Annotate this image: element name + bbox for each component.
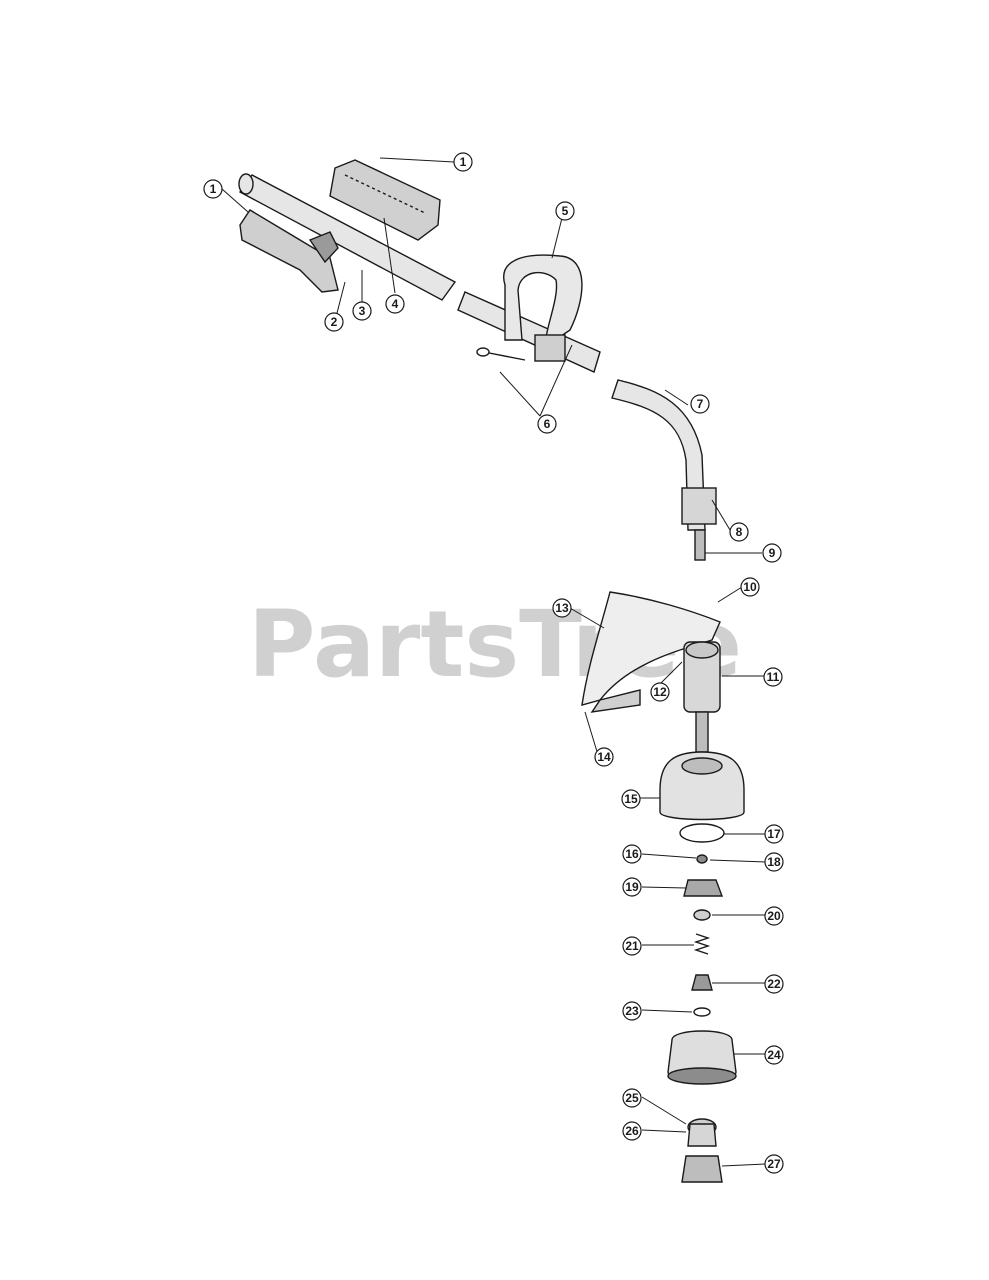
spring <box>693 933 711 955</box>
callout-7: 7 <box>697 397 704 411</box>
debris-guard <box>581 591 721 706</box>
callout-27: 27 <box>767 1157 781 1171</box>
head-housing <box>659 751 745 821</box>
callout-18: 18 <box>767 855 781 869</box>
drive-shaft-tip <box>694 529 706 561</box>
callout-5: 5 <box>562 204 569 218</box>
callout-19: 19 <box>625 880 639 894</box>
small-o-ring <box>693 1007 711 1017</box>
assist-handle <box>503 254 583 346</box>
shaft-clamp <box>681 487 717 525</box>
callout-24: 24 <box>767 1048 781 1062</box>
trimmer-head-parts <box>659 751 745 1183</box>
o-ring <box>679 823 725 843</box>
callouts <box>203 152 784 1174</box>
callout-3: 3 <box>359 304 366 318</box>
guard-gearbox-assembly <box>581 591 721 753</box>
bump-knob <box>691 974 713 991</box>
washer <box>696 854 708 864</box>
callout-9: 9 <box>769 546 776 560</box>
callout-16: 16 <box>625 847 639 861</box>
callout-14: 14 <box>597 750 611 764</box>
callout-2: 2 <box>331 315 338 329</box>
callout-26: 26 <box>625 1124 639 1138</box>
handle-clamp <box>534 334 566 362</box>
callout-13: 13 <box>555 601 569 615</box>
callout-1a: 1 <box>460 155 467 169</box>
spring-cap <box>693 909 711 921</box>
throttle-grip <box>239 209 339 293</box>
callout-4: 4 <box>392 297 399 311</box>
callout-8: 8 <box>736 525 743 539</box>
bearing <box>683 879 724 897</box>
callout-6: 6 <box>544 417 551 431</box>
bump-cap <box>681 1155 723 1183</box>
callout-10: 10 <box>743 580 757 594</box>
arbor-shaft <box>695 711 709 753</box>
callout-labels: 1 1 2 3 4 5 6 7 8 9 10 11 12 13 14 15 16… <box>210 155 781 1171</box>
callout-1b: 1 <box>210 182 217 196</box>
shaft-end-cap <box>238 173 254 195</box>
callout-11: 11 <box>767 670 780 684</box>
housing-cover <box>329 159 441 241</box>
callout-22: 22 <box>767 977 781 991</box>
callout-25: 25 <box>625 1091 639 1105</box>
retainer <box>687 1123 717 1147</box>
upper-shaft-assembly <box>238 159 717 561</box>
callout-20: 20 <box>767 909 781 923</box>
callout-23: 23 <box>625 1004 639 1018</box>
trigger <box>308 231 339 264</box>
callout-12: 12 <box>653 685 667 699</box>
callout-17: 17 <box>767 827 781 841</box>
callout-15: 15 <box>624 792 638 806</box>
callout-21: 21 <box>625 939 639 953</box>
leader-lines <box>221 157 766 1167</box>
